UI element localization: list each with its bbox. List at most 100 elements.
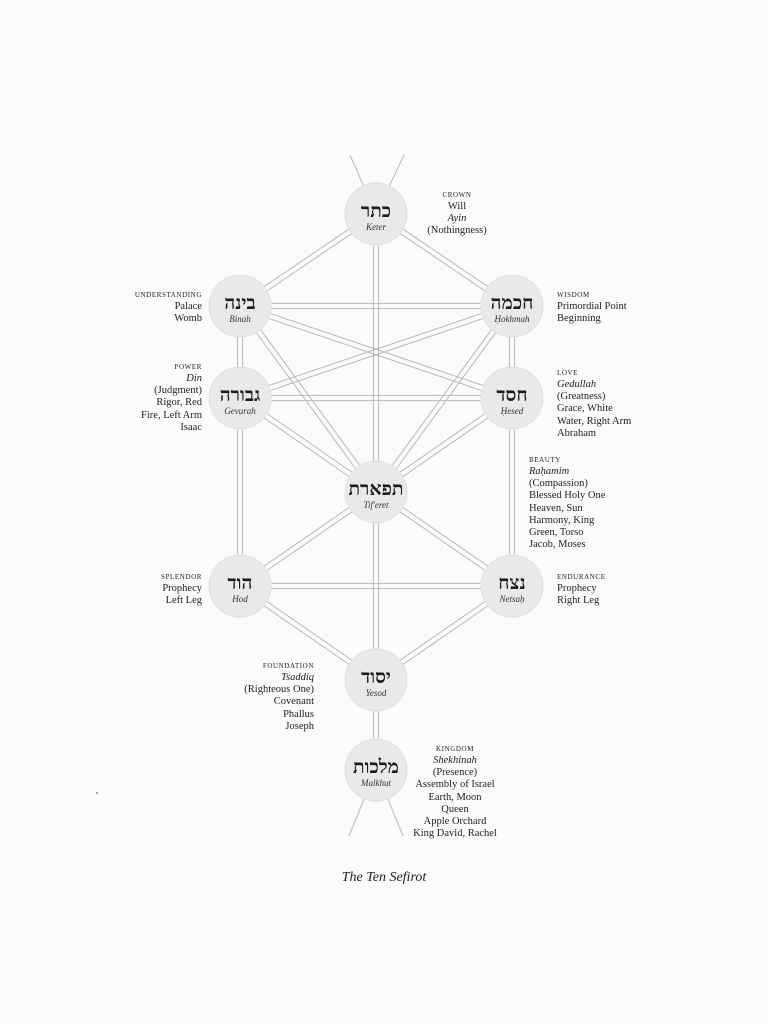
label-line: (Judgment) (154, 385, 202, 397)
label-line: (Greatness) (557, 391, 606, 403)
label-line: Grace, White (557, 403, 613, 415)
sefirah-circle (208, 554, 272, 618)
sefirah-transliteration: Ḥokhmah (494, 314, 530, 324)
sefirah-hebrew-name: גבורה (220, 384, 261, 406)
label-line: (Compassion) (529, 478, 588, 490)
label-line: Queen (441, 803, 469, 815)
label-line: Earth, Moon (428, 791, 482, 803)
label-line: Isaac (180, 421, 202, 433)
sefirah-circle (480, 554, 544, 618)
sefirah-circle (208, 274, 272, 338)
label-line: Rigor, Red (156, 397, 202, 409)
label-line: (Presence) (432, 767, 478, 779)
label-line: Prophecy (162, 583, 202, 594)
sefirah-circle (480, 274, 544, 338)
label-line: Left Leg (165, 595, 202, 607)
path-hod-netsah (240, 582, 512, 590)
label-heading: LOVE (557, 369, 579, 377)
sefirah-hebrew-name: יסוד (361, 666, 391, 688)
sefirah-hebrew-name: נצח (498, 572, 525, 594)
path-keter-tiferet (372, 214, 380, 492)
label-line: King David, Rachel (413, 828, 497, 840)
path-binah-hokhmah (240, 302, 512, 310)
path-binah-hesed (239, 303, 513, 401)
label-heading: KINGDOM (435, 745, 475, 753)
label-line: Tsaddiq (281, 672, 314, 683)
sefirah-circle (344, 460, 408, 524)
sefirah-hebrew-name: כתר (361, 200, 391, 222)
label-line: Right Leg (557, 595, 600, 607)
label-line: Jacob, Moses (529, 539, 586, 551)
sefirah-hebrew-name: בינה (224, 292, 255, 314)
label-heading: POWER (174, 363, 202, 371)
path-hokhmah-gevurah (239, 303, 513, 401)
label-line: Will (447, 201, 467, 212)
sefirah-hebrew-name: תפארת (348, 478, 403, 500)
sefirah-transliteration: Binah (229, 314, 251, 324)
sefirah-circle (344, 182, 408, 246)
sefirah-transliteration: Yesod (366, 688, 387, 698)
label-line: Heaven, Sun (529, 502, 583, 514)
label-line: (Nothingness) (427, 225, 487, 237)
label-malkhut: KINGDOM Shekhinah(Presence)Assembly of Is… (403, 744, 507, 840)
sefirah-circle (344, 648, 408, 712)
sefirah-transliteration: Ḥesed (500, 406, 524, 416)
label-line: Din (186, 373, 202, 384)
sefirah-hebrew-name: הוד (228, 572, 253, 594)
label-line: Prophecy (557, 583, 597, 594)
label-line: Gedullah (557, 379, 597, 390)
path-gevurah-hesed (240, 394, 512, 402)
sefirah-transliteration: Tif'eret (363, 500, 389, 510)
label-heading: BEAUTY (529, 456, 561, 464)
label-line: Joseph (285, 720, 314, 732)
label-line: Apple Orchard (423, 816, 487, 828)
sefirah-circle (208, 366, 272, 430)
sefirah-circle (480, 366, 544, 430)
label-heading: FOUNDATION (262, 662, 314, 670)
paper-speck (96, 792, 98, 794)
sefirah-hebrew-name: חסד (496, 384, 527, 406)
label-line: Covenant (273, 696, 314, 708)
label-line: Shekhinah (433, 755, 477, 766)
label-line: Womb (174, 313, 202, 325)
sefirah-transliteration: Gevurah (224, 406, 256, 416)
sefirah-circle (344, 738, 408, 802)
sefirah-hebrew-name: מלכות (353, 756, 399, 778)
label-line: Abraham (557, 427, 597, 439)
label-heading: SPLENDOR (161, 573, 202, 581)
label-line: Beginning (557, 313, 601, 325)
label-line: Harmony, King (529, 514, 595, 526)
label-line: Assembly of Israel (415, 779, 495, 791)
label-line: Ayin (447, 213, 467, 225)
sefirah-transliteration: Malkhut (360, 778, 391, 788)
sefirah-transliteration: Hod (231, 594, 248, 604)
label-line: Phallus (283, 708, 314, 720)
label-line: Primordial Point (557, 301, 627, 312)
label-line: Fire, Left Arm (141, 409, 202, 421)
sefirah-transliteration: Keter (365, 222, 386, 232)
label-line: Water, Right Arm (557, 415, 632, 427)
sefirah-hebrew-name: חכמה (491, 292, 534, 314)
label-line: Blessed Holy One (529, 490, 606, 502)
label-heading: UNDERSTANDING (134, 291, 202, 299)
label-heading: WISDOM (557, 291, 590, 299)
label-heading: ENDURANCE (557, 573, 606, 581)
